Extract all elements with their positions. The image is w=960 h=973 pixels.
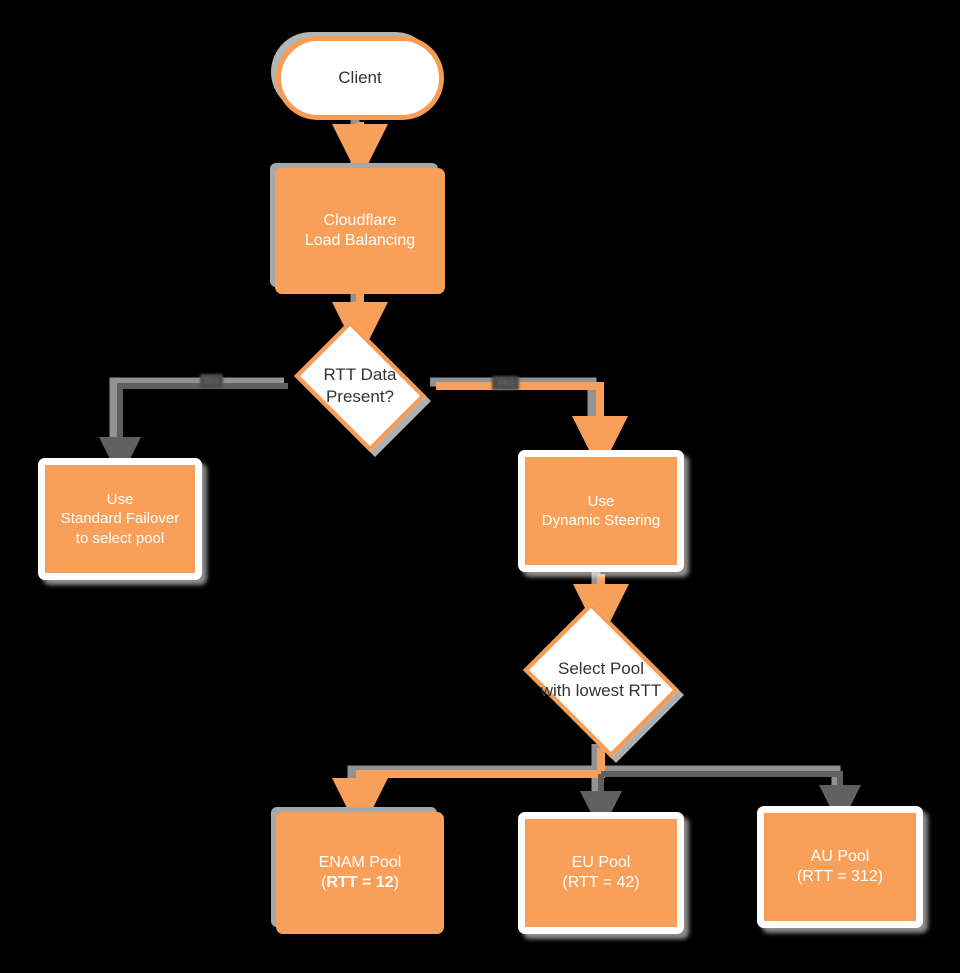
- node-rtt-decision-line1: RTT Data: [323, 364, 397, 384]
- shadow-rtt-failover: [109, 377, 284, 452]
- node-enam-pool-line1: ENAM Pool: [318, 853, 402, 871]
- node-dynamic-steering-line2: Dynamic Steering: [541, 512, 661, 529]
- select-pool-label: Select Pool with lowest RTT: [513, 612, 689, 748]
- enam-paren-open: (: [321, 874, 327, 891]
- node-au-pool-line2: (RTT = 312): [796, 868, 884, 885]
- node-eu-pool-line2: (RTT = 42): [562, 874, 640, 891]
- node-rtt-decision[interactable]: RTT Data Present?: [284, 320, 436, 457]
- edge-rtt-no-to-standard-failover: [99, 383, 288, 479]
- edge-label-yes: Yes: [492, 376, 520, 390]
- node-load-balancing-line2: Load Balancing: [304, 232, 416, 249]
- node-rtt-decision-line2: Present?: [325, 387, 395, 406]
- node-client[interactable]: Client: [276, 36, 444, 120]
- node-select-pool-line1: Select Pool: [558, 658, 644, 678]
- node-client-label: Client: [338, 68, 382, 88]
- edge-select-pool-to-au: [601, 771, 861, 827]
- edge-label-no: No: [200, 374, 224, 388]
- node-dynamic-steering[interactable]: Use Dynamic Steering: [518, 450, 684, 572]
- node-select-pool[interactable]: Select Pool with lowest RTT: [513, 602, 689, 763]
- node-au-pool[interactable]: AU Pool (RTT = 312): [757, 806, 923, 928]
- node-enam-pool[interactable]: ENAM Pool (RTT = 12): [276, 812, 444, 934]
- edge-select-pool-to-enam: [332, 748, 605, 834]
- node-standard-failover-line1: Use: [106, 491, 134, 509]
- node-enam-pool-line2: (RTT = 12): [321, 873, 399, 893]
- enam-paren-close: ): [393, 874, 399, 891]
- node-standard-failover-line2: Standard Failover: [60, 510, 180, 528]
- node-standard-failover-line3: to select pool: [75, 529, 165, 547]
- shadow-rtt-dyn: [430, 377, 597, 446]
- node-au-pool-line1: AU Pool: [810, 847, 870, 865]
- node-select-pool-line2: with lowest RTT: [540, 681, 662, 700]
- node-load-balancing[interactable]: Cloudflare Load Balancing: [275, 168, 445, 294]
- enam-rtt-value: RTT = 12: [326, 874, 394, 891]
- node-load-balancing-line1: Cloudflare: [323, 211, 397, 229]
- node-dynamic-steering-line1: Use: [587, 492, 615, 510]
- edge-rtt-yes-to-dynamic-steering: [436, 382, 628, 472]
- node-standard-failover[interactable]: Use Standard Failover to select pool: [38, 458, 202, 580]
- node-eu-pool-line1: EU Pool: [571, 853, 631, 871]
- node-eu-pool[interactable]: EU Pool (RTT = 42): [518, 812, 684, 934]
- rtt-decision-label: RTT Data Present?: [284, 330, 436, 442]
